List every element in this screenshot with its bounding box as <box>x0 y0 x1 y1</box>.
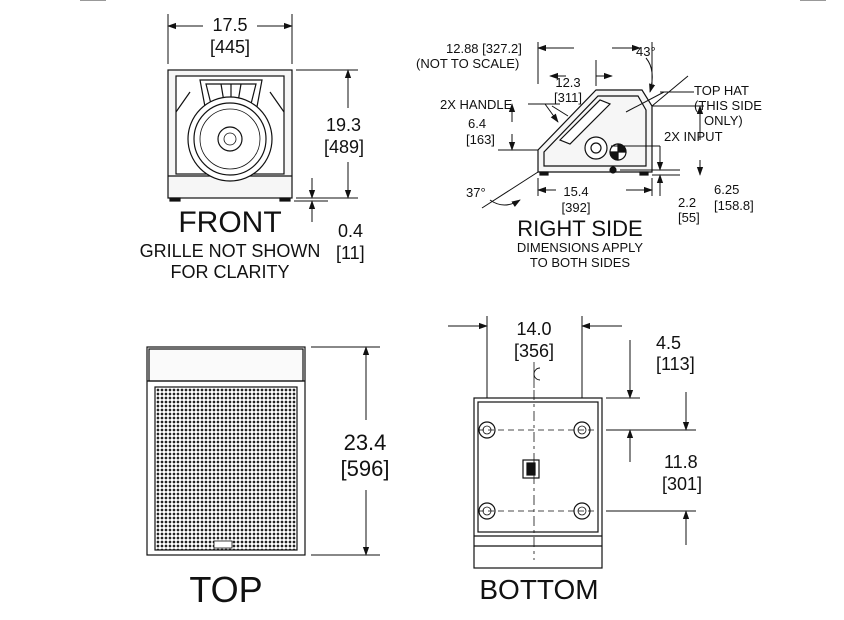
front-title: FRONT <box>178 206 282 239</box>
bottom-offset-mm: [113] <box>656 354 695 374</box>
bottom-spacing-mm: [301] <box>662 474 703 494</box>
front-foot-right <box>279 197 291 202</box>
top-view <box>146 346 306 556</box>
logo-badge <box>213 540 233 549</box>
top-hat <box>584 136 608 160</box>
side-input-h-in: 2.2 <box>678 195 697 210</box>
bottom-width-in: 14.0 <box>516 319 552 339</box>
side-view <box>537 89 653 176</box>
side-overall-dim: 12.88 [327.2] <box>446 41 522 56</box>
side-handle-h-in: 6.4 <box>468 116 487 131</box>
top-depth-in: 23.4 <box>343 430 387 455</box>
front-width-mm: [445] <box>209 37 251 57</box>
bottom-width-mm: [356] <box>513 341 555 361</box>
side-bottom-angle: 37° <box>466 185 486 200</box>
front-dims <box>167 14 358 222</box>
bottom-offset-in: 4.5 <box>656 333 682 353</box>
top-dims <box>311 346 380 556</box>
front-width-in: 17.5 <box>212 15 248 35</box>
side-base-mm: [392] <box>561 200 591 215</box>
side-tophat-line3: ONLY) <box>704 113 743 128</box>
front-foot-left <box>169 197 181 202</box>
side-title: RIGHT SIDE <box>517 216 643 241</box>
side-height-in: 6.25 <box>714 182 740 197</box>
side-top-in: 12.3 <box>555 75 581 90</box>
top-title: TOP <box>189 569 263 610</box>
side-tophat-line2: (THIS SIDE <box>694 98 762 113</box>
front-note-line2: FOR CLARITY <box>170 262 290 282</box>
side-note-line2: TO BOTH SIDES <box>529 255 631 270</box>
bottom-dims <box>448 316 696 545</box>
top-grille <box>154 386 298 551</box>
side-top-angle: 43° <box>636 44 656 59</box>
side-handle-h-mm: [163] <box>466 132 495 147</box>
side-input-label: 2X INPUT <box>664 129 723 144</box>
side-base-in: 15.4 <box>563 184 589 199</box>
side-handle-label: 2X HANDLE <box>440 97 513 112</box>
top-depth-mm: [596] <box>340 456 390 481</box>
bottom-view <box>473 390 603 569</box>
side-input-h-mm: [55] <box>678 210 700 225</box>
bottom-title: BOTTOM <box>479 574 599 605</box>
woofer <box>187 96 273 182</box>
front-height-in: 19.3 <box>326 115 362 135</box>
front-foot-in: 0.4 <box>338 221 364 241</box>
side-top-mm: [311] <box>554 90 582 105</box>
side-dims <box>481 42 704 209</box>
front-note-line1: GRILLE NOT SHOWN <box>139 241 321 261</box>
front-view <box>167 69 293 202</box>
side-tophat-line1: TOP HAT <box>694 83 749 98</box>
front-foot-mm: [11] <box>336 243 365 263</box>
side-height-mm: [158.8] <box>714 198 754 213</box>
centerline-symbol <box>533 367 541 381</box>
side-note-line1: DIMENSIONS APPLY <box>516 240 644 255</box>
front-height-mm: [489] <box>324 137 365 157</box>
side-overall-note: (NOT TO SCALE) <box>416 56 520 71</box>
bottom-spacing-in: 11.8 <box>664 452 698 472</box>
side-handle <box>558 99 612 145</box>
